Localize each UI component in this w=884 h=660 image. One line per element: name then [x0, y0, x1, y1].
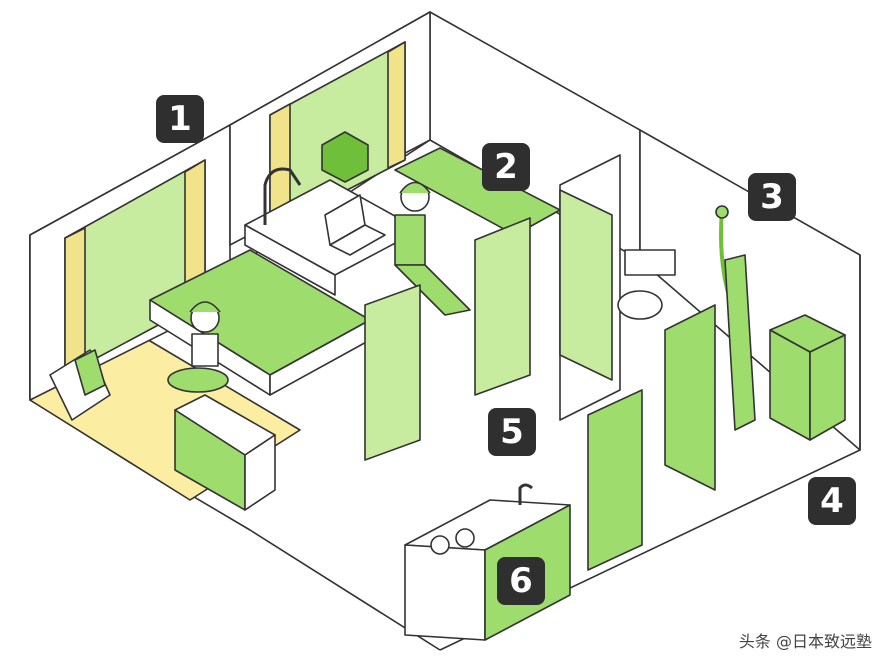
door-entrance — [587, 389, 643, 571]
door-bathroom — [664, 304, 716, 491]
person-sitting-icon — [167, 301, 229, 393]
stove-burner-icon — [455, 528, 475, 548]
towel-icon — [724, 254, 756, 431]
room-1-bedroom — [29, 124, 371, 511]
toilet-icon — [617, 249, 676, 320]
label-4: 4 — [808, 477, 856, 525]
room-3-bathroom — [559, 154, 756, 491]
person-on-bed-icon — [394, 181, 471, 316]
label-1: 1 — [156, 95, 204, 143]
washing-machine-icon — [769, 314, 846, 441]
watermark: 头条 @日本致远塾 — [738, 632, 872, 651]
room-4-laundry — [769, 314, 846, 441]
door-room-1 — [364, 284, 421, 461]
laptop-icon — [324, 194, 386, 256]
label-3: 3 — [748, 173, 796, 221]
tv-icon — [49, 349, 111, 421]
door-toilet — [559, 189, 613, 381]
stove-burner-icon — [430, 535, 450, 555]
label-6: 6 — [497, 557, 545, 605]
room-5-hallway — [587, 389, 643, 571]
faucet-icon — [518, 483, 533, 505]
room-2-bedroom — [229, 11, 561, 461]
storage-box — [321, 131, 369, 183]
label-5: 5 — [488, 408, 536, 456]
door-room-2 — [474, 217, 531, 396]
lamp-icon — [263, 167, 302, 225]
room-6-kitchen — [404, 483, 571, 641]
label-2: 2 — [482, 143, 530, 191]
